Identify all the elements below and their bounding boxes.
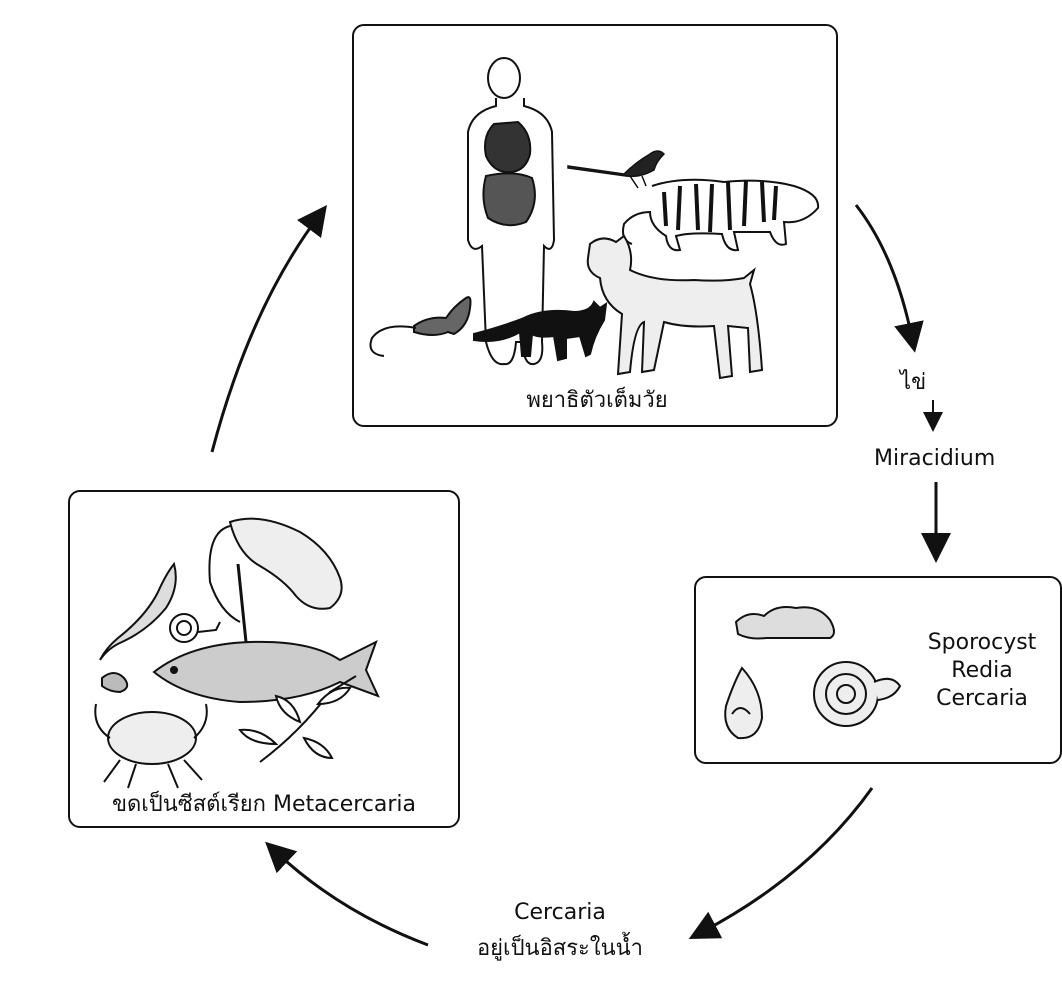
metacercaria-box-caption: ขดเป็นซีสต์เรียก Metacercaria [70, 786, 458, 821]
shrimp-icon [100, 564, 176, 660]
snail-stage-line-2: Redia [914, 658, 1050, 683]
arrow-adult-to-egg [856, 205, 912, 338]
snail-icon [170, 614, 220, 642]
snail-stage-line-3: Cercaria [914, 686, 1050, 711]
metacercaria-hosts-illustration [70, 492, 462, 830]
crab-icon [95, 704, 207, 788]
adult-hosts-illustration [354, 26, 840, 429]
egg-label: ไข่ [900, 364, 926, 399]
adult-box-caption: พยาธิตัวเต็มวัย [354, 382, 840, 417]
arrow-metacercaria-to-adult [212, 217, 318, 452]
bithynia-snail-icon [725, 668, 762, 738]
snail-stage-line-1: Sporocyst [914, 630, 1050, 655]
snail-host-box: Sporocyst Redia Cercaria [694, 576, 1062, 764]
bird-icon [568, 151, 664, 188]
prawn-icon [209, 519, 341, 642]
metacercaria-host-box: ขดเป็นซีสต์เรียก Metacercaria [68, 490, 460, 828]
cercaria-label: Cercaria [440, 900, 680, 925]
arrow-snail-to-cercaria [702, 788, 872, 932]
rat-icon [371, 297, 471, 356]
adult-host-box: พยาธิตัวเต็มวัย [352, 24, 838, 427]
dog-icon [588, 236, 762, 378]
cat-icon [474, 302, 606, 360]
cercaria-water-label: อยู่เป็นอิสระในน้ำ [420, 930, 700, 965]
planorbid-snail-icon [814, 662, 900, 726]
miracidium-label: Miracidium [874, 446, 995, 471]
worm-icon [102, 673, 127, 692]
tiger-icon [623, 180, 818, 250]
arrow-cercaria-to-metacercaria [276, 852, 428, 945]
slug-snail-icon [736, 607, 834, 639]
